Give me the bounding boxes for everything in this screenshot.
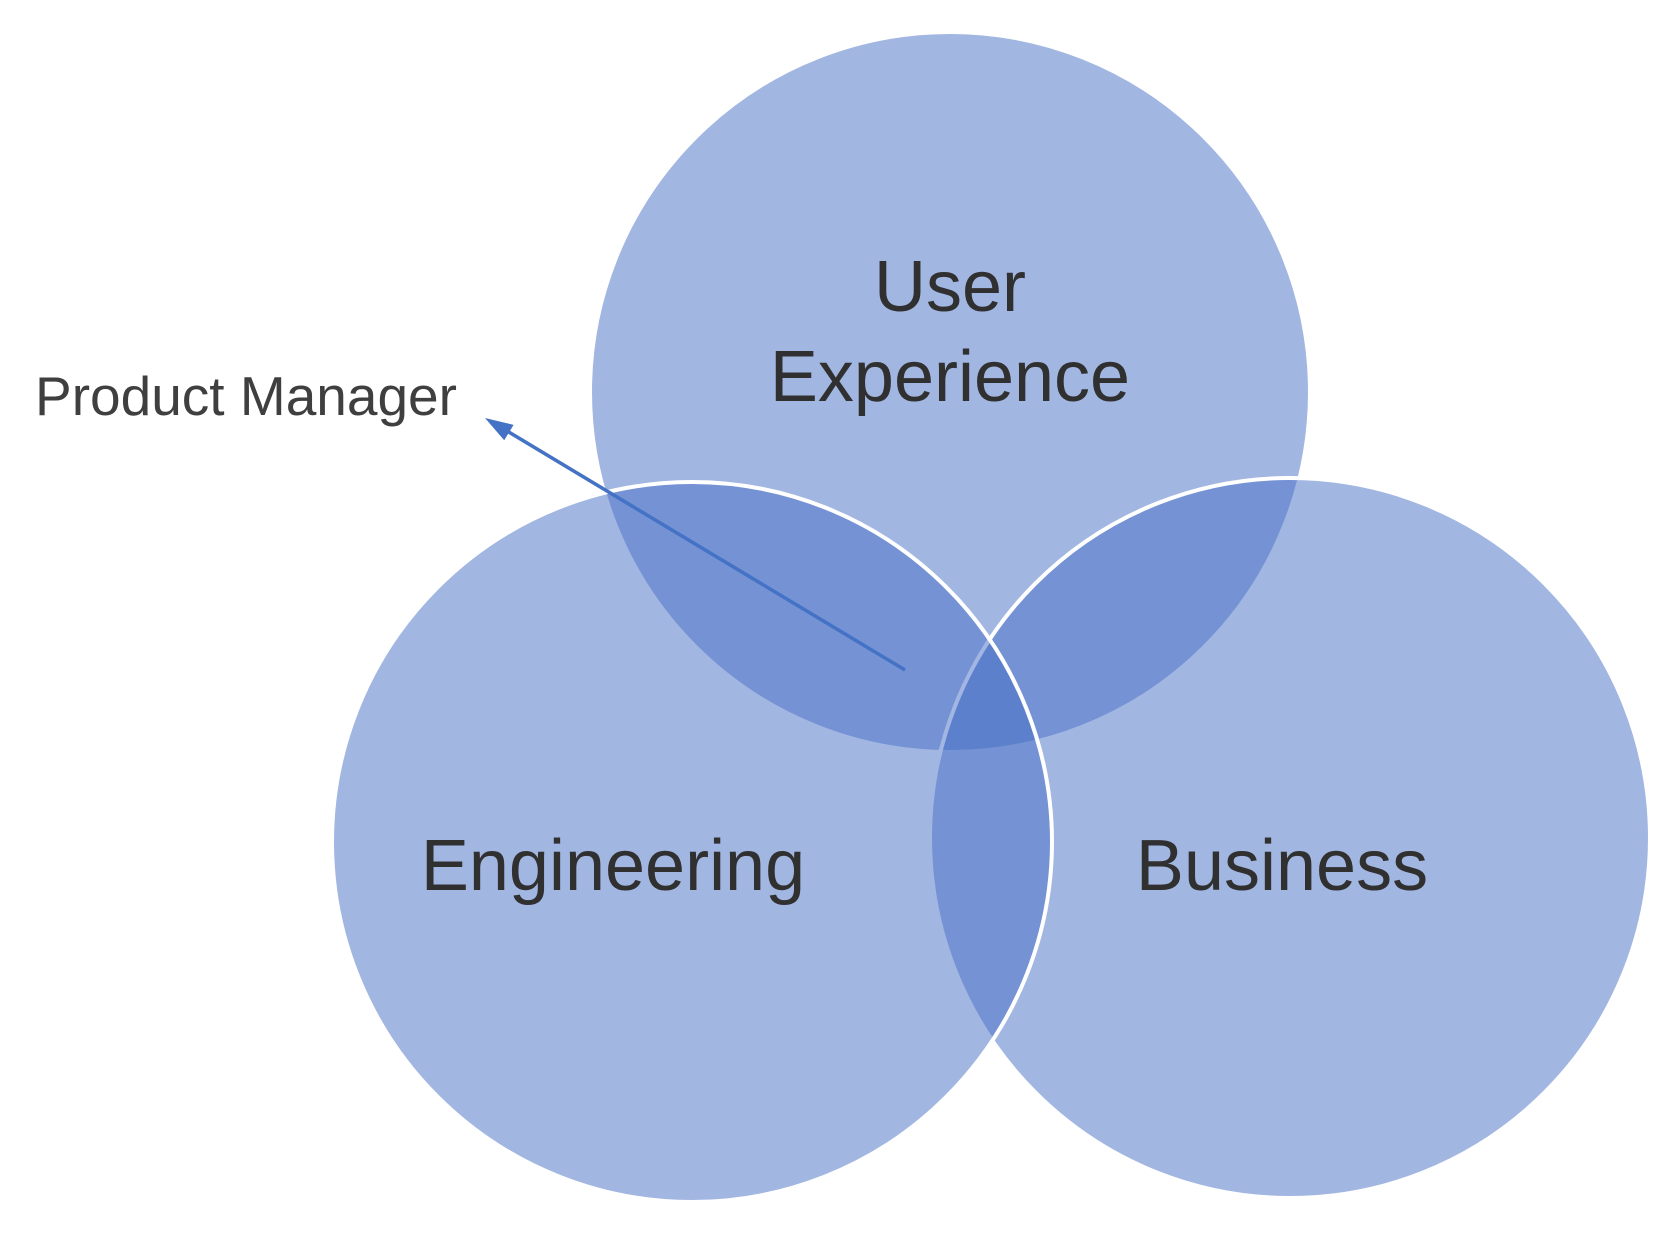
label-engineering: Engineering <box>420 826 806 906</box>
label-business: Business <box>1135 826 1429 906</box>
label-product-manager: Product Manager <box>35 365 457 427</box>
annotation-arrow-head <box>485 418 514 441</box>
circle-engineering <box>330 480 1054 1204</box>
label-user-experience: User Experience <box>769 247 1131 417</box>
annotation-arrow-line <box>506 429 906 672</box>
